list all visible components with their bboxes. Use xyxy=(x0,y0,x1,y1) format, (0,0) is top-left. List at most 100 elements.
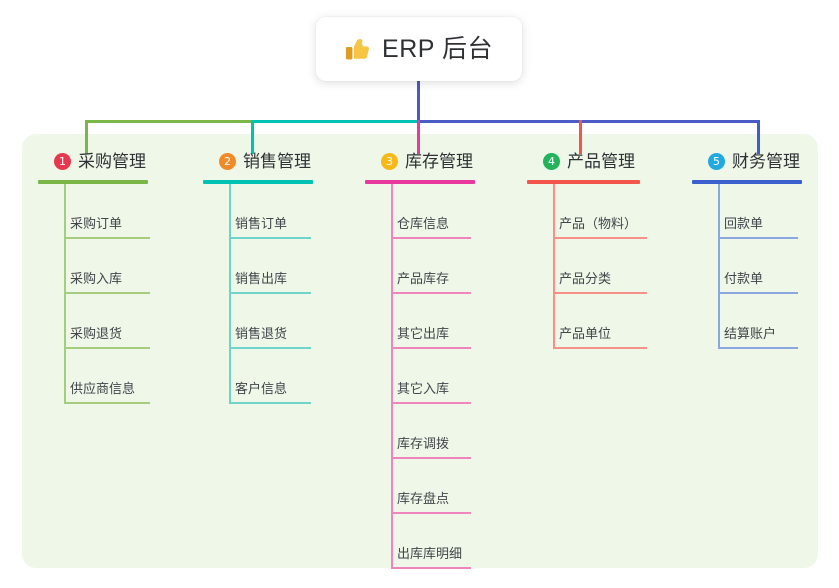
menu-item-label: 采购订单 xyxy=(70,216,123,231)
menu-item[interactable]: 产品分类 xyxy=(527,239,660,294)
category-badge-5: 5 xyxy=(708,152,725,170)
menu-item-label: 其它入库 xyxy=(397,381,450,396)
menu-item-label: 采购入库 xyxy=(70,271,123,286)
item-list-2: 销售订单销售出库销售退货客户信息 xyxy=(203,184,333,404)
menu-item-label: 回款单 xyxy=(724,216,764,231)
menu-item[interactable]: 销售出库 xyxy=(203,239,333,294)
menu-item[interactable]: 销售订单 xyxy=(203,184,333,239)
menu-item[interactable]: 出库库明细 xyxy=(365,514,495,569)
category-rule-2 xyxy=(203,180,313,184)
menu-item-rule xyxy=(391,457,471,459)
menu-item-label: 销售订单 xyxy=(235,216,288,231)
item-spine-4 xyxy=(553,184,555,349)
menu-item-rule xyxy=(391,512,471,514)
thumbs-up-icon xyxy=(346,39,370,60)
menu-item-label: 仓库信息 xyxy=(397,216,450,231)
menu-item[interactable]: 客户信息 xyxy=(203,349,333,404)
connector-drop-5 xyxy=(757,120,760,154)
item-list-5: 回款单付款单结算账户 xyxy=(692,184,822,349)
menu-item[interactable]: 销售退货 xyxy=(203,294,333,349)
item-list-3: 仓库信息产品库存其它出库其它入库库存调拨库存盘点出库库明细 xyxy=(365,184,495,569)
connector-drop-1 xyxy=(85,120,88,154)
menu-item-label: 库存调拨 xyxy=(397,436,450,451)
menu-item-rule xyxy=(391,402,471,404)
menu-item-rule xyxy=(718,292,798,294)
menu-item-label: 产品分类 xyxy=(559,271,612,286)
menu-item-rule xyxy=(553,347,647,349)
connector-segment-2 xyxy=(252,120,418,123)
menu-item-rule xyxy=(391,237,471,239)
menu-item[interactable]: 付款单 xyxy=(692,239,822,294)
menu-item[interactable]: 采购退货 xyxy=(38,294,168,349)
menu-item[interactable]: 回款单 xyxy=(692,184,822,239)
category-rule-5 xyxy=(692,180,802,184)
connector-drop-3 xyxy=(417,120,420,154)
menu-item[interactable]: 产品库存 xyxy=(365,239,495,294)
menu-item[interactable]: 采购入库 xyxy=(38,239,168,294)
menu-item-label: 客户信息 xyxy=(235,381,288,396)
menu-item-rule xyxy=(64,347,150,349)
menu-item-rule xyxy=(391,347,471,349)
menu-item-rule xyxy=(229,347,311,349)
category-badge-2: 2 xyxy=(219,152,236,170)
category-title-5: 财务管理 xyxy=(732,151,800,171)
category-badge-1: 1 xyxy=(54,152,71,170)
content-panel xyxy=(22,134,818,568)
menu-item-rule xyxy=(229,402,311,404)
menu-item[interactable]: 结算账户 xyxy=(692,294,822,349)
category-header-2[interactable]: 2 销售管理 xyxy=(203,148,333,174)
item-list-1: 采购订单采购入库采购退货供应商信息 xyxy=(38,184,168,404)
item-spine-5 xyxy=(718,184,720,349)
menu-item-rule xyxy=(718,347,798,349)
connector-segment-1 xyxy=(85,120,252,123)
menu-item[interactable]: 产品（物料） xyxy=(527,184,660,239)
menu-item-rule xyxy=(64,237,150,239)
menu-item[interactable]: 采购订单 xyxy=(38,184,168,239)
menu-item[interactable]: 其它入库 xyxy=(365,349,495,404)
menu-item-label: 供应商信息 xyxy=(70,381,136,396)
category-badge-3: 3 xyxy=(381,152,398,170)
menu-item-label: 销售退货 xyxy=(235,326,288,341)
menu-item-label: 出库库明细 xyxy=(397,546,463,561)
item-list-4: 产品（物料） 产品分类产品单位 xyxy=(527,184,660,349)
connector-segment-3 xyxy=(418,120,758,123)
menu-item-rule xyxy=(391,292,471,294)
menu-item-rule xyxy=(64,292,150,294)
category-badge-4: 4 xyxy=(543,152,560,170)
category-header-5[interactable]: 5 财务管理 xyxy=(692,148,822,174)
menu-item-label: 结算账户 xyxy=(724,326,777,341)
menu-item[interactable]: 供应商信息 xyxy=(38,349,168,404)
item-spine-1 xyxy=(64,184,66,404)
menu-item[interactable]: 库存调拨 xyxy=(365,404,495,459)
menu-item-label: 产品单位 xyxy=(559,326,612,341)
menu-item-label: 产品（物料） xyxy=(559,216,638,231)
connector-drop-2 xyxy=(251,120,254,154)
root-stem xyxy=(417,80,420,122)
menu-item[interactable]: 其它出库 xyxy=(365,294,495,349)
menu-item-rule xyxy=(553,237,647,239)
root-node[interactable]: ERP 后台 xyxy=(316,17,522,81)
menu-item-rule xyxy=(229,292,311,294)
root-title: ERP 后台 xyxy=(382,34,493,63)
menu-item[interactable]: 仓库信息 xyxy=(365,184,495,239)
menu-item-label: 采购退货 xyxy=(70,326,123,341)
menu-item-label: 库存盘点 xyxy=(397,491,450,506)
item-spine-3 xyxy=(391,184,393,569)
menu-item-label: 其它出库 xyxy=(397,326,450,341)
category-rule-4 xyxy=(527,180,640,184)
menu-item[interactable]: 产品单位 xyxy=(527,294,660,349)
menu-item-label: 付款单 xyxy=(724,271,764,286)
menu-item-rule xyxy=(229,237,311,239)
menu-item[interactable]: 库存盘点 xyxy=(365,459,495,514)
category-column-5: 5 财务管理回款单付款单结算账户 xyxy=(692,148,822,349)
category-rule-3 xyxy=(365,180,475,184)
category-title-2: 销售管理 xyxy=(243,151,311,171)
menu-item-rule xyxy=(391,567,471,569)
